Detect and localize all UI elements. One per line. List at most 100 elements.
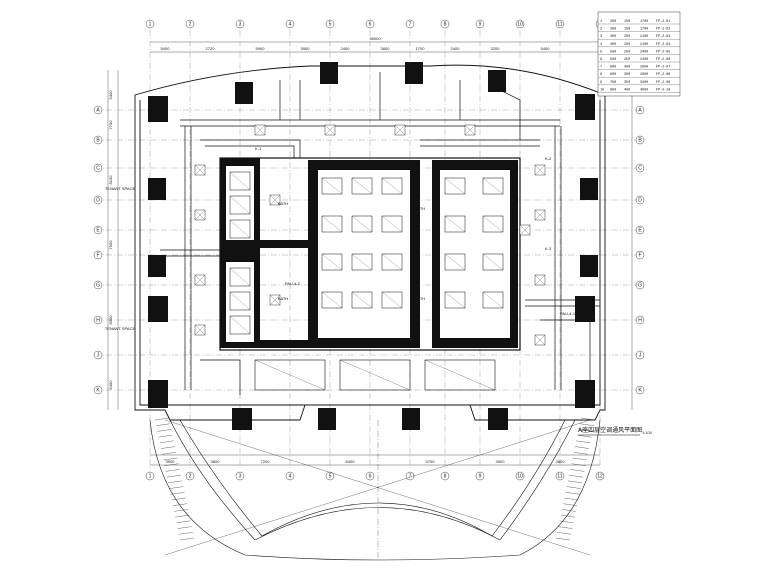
grid-bubble-col <box>325 19 335 29</box>
bottom-dimension: 3700 <box>426 459 436 464</box>
room-label: BATH <box>278 201 288 206</box>
grid-row-label: K <box>96 388 100 394</box>
column <box>575 380 595 408</box>
grid-bubble-row <box>635 163 645 173</box>
grid-row-label: D <box>638 198 642 204</box>
structural-columns <box>148 62 598 430</box>
legend-cell: 150 <box>624 28 630 32</box>
grid-bubble-row <box>635 280 645 290</box>
legend-cell: 800 <box>610 88 616 92</box>
grid-bubble-row <box>635 385 645 395</box>
legend-cell: 2100 <box>640 35 648 39</box>
room-label: TENANT SPACE <box>105 186 136 191</box>
grid-bubble-col <box>595 471 605 481</box>
ductwork <box>160 72 600 395</box>
top-dimension: 5900 <box>256 46 266 51</box>
grid-bubble-row <box>93 195 103 205</box>
grid-row-label: G <box>638 283 642 289</box>
top-dimension: 5400 <box>541 46 551 51</box>
grid-bubble-row <box>635 350 645 360</box>
grid-bubble-row <box>93 105 103 115</box>
bottom-dimension: 4500 <box>496 459 506 464</box>
grid-row-label: E <box>638 228 642 234</box>
grid-row-label: D <box>96 198 100 204</box>
legend-cell: 2400 <box>640 50 648 54</box>
grid-bubble-col <box>440 19 450 29</box>
column <box>320 62 338 84</box>
dimension-lines <box>107 41 633 466</box>
grid-bubble-row <box>93 385 103 395</box>
grid-bubble-row <box>93 225 103 235</box>
bottom-dimension: 8400 <box>346 459 356 464</box>
column <box>580 178 598 200</box>
legend-cell: 350 <box>624 81 630 85</box>
grid-col-label: 3 <box>239 22 242 28</box>
top-dimension: 2720 <box>206 46 216 51</box>
column <box>148 255 166 277</box>
top-dimension: 2400 <box>451 46 461 51</box>
grid-row-label: A <box>638 108 642 114</box>
room-label: TENANT SPACE <box>105 326 136 331</box>
legend-cell: FP-2-05 <box>656 50 670 54</box>
grid-row-label: B <box>638 138 642 144</box>
grid-row-label: H <box>96 318 100 324</box>
grid-col-label: 2 <box>189 22 192 28</box>
grid-col-label: 10 <box>517 474 523 480</box>
bottom-dimension: 7200 <box>261 459 271 464</box>
grid-bubble-col <box>185 471 195 481</box>
grid-row-label: G <box>96 283 100 289</box>
column <box>402 408 420 430</box>
top-dimension: 3200 <box>491 46 501 51</box>
air-diffusers <box>194 124 546 346</box>
grid-col-label: 7 <box>409 22 412 28</box>
legend-cell: 300 <box>610 20 616 24</box>
grid-col-label: 11 <box>557 22 562 28</box>
legend-cell: 2800 <box>640 73 648 77</box>
grid-bubble-col <box>285 471 295 481</box>
grid-row-label: B <box>96 138 100 144</box>
legend-cell: 150 <box>624 20 630 24</box>
column <box>232 408 252 430</box>
legend-cell: 1 <box>600 20 602 24</box>
grid-row-label: C <box>638 166 642 172</box>
grid-bubble-col <box>515 471 525 481</box>
legend-cell: FP-2-04 <box>656 43 670 47</box>
column <box>580 255 598 277</box>
legend-cell: 500 <box>610 58 616 62</box>
grid-row-label: A <box>96 108 100 114</box>
grid-col-label: 1 <box>149 22 152 28</box>
legend-cell: 200 <box>624 43 630 47</box>
grid-col-label: 8 <box>444 22 447 28</box>
grid-bubble-row <box>93 250 103 260</box>
equipment-label: K-3 <box>545 246 552 251</box>
grid-bubble-row <box>93 135 103 145</box>
grid-bubble-col <box>145 471 155 481</box>
grid-row-label: J <box>639 353 642 359</box>
column <box>148 380 168 408</box>
legend-cell: FP-2-10 <box>656 88 670 92</box>
grid-bubble-row <box>93 163 103 173</box>
grid-bubble-row <box>635 105 645 115</box>
column <box>318 408 336 430</box>
legend-cell: 3 <box>600 35 602 39</box>
legend-cell: FP-2-06 <box>656 58 670 62</box>
bottom-dimension: 3800 <box>211 459 221 464</box>
grid-row-label: J <box>97 353 100 359</box>
grid-row-label: H <box>638 318 642 324</box>
legend-cell: 10 <box>600 88 604 92</box>
grid-bubble-col <box>365 19 375 29</box>
top-dimension: 1700 <box>416 46 426 51</box>
legend-cell: FP-2-01 <box>656 20 670 24</box>
grid-bubble-row <box>635 195 645 205</box>
grid-col-label: 9 <box>479 474 482 480</box>
legend-cell: 9 <box>600 81 602 85</box>
top-dimension: 2400 <box>341 46 351 51</box>
grid-bubble-row <box>635 225 645 235</box>
legend-cell: 200 <box>624 35 630 39</box>
grid-bubble-col <box>235 19 245 29</box>
grid-col-label: 1 <box>149 474 152 480</box>
grid-bubble-row <box>635 250 645 260</box>
